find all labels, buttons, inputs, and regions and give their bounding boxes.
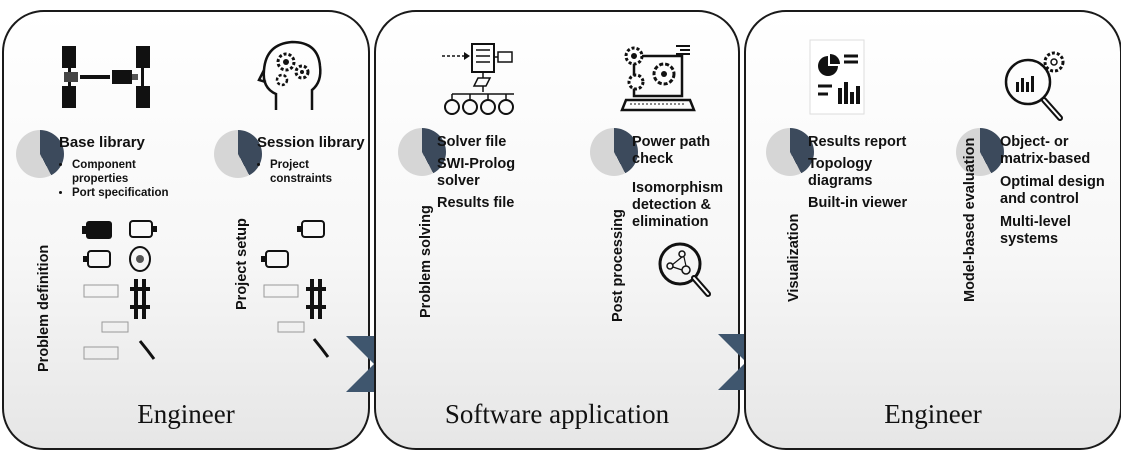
session-library-list: Project constraints	[258, 158, 358, 186]
results-report: Results report	[808, 134, 907, 150]
drivetrain-icon	[62, 46, 150, 108]
progress-pie-base	[16, 130, 64, 178]
optimal-design-control: Optimal design and control	[1000, 174, 1105, 207]
solver-tree-icon	[442, 43, 514, 115]
progress-pie-session	[214, 130, 262, 178]
label-problem-solving: Problem solving	[418, 205, 434, 318]
panel-title: Engineer	[137, 399, 235, 429]
label-post-processing: Post processing	[610, 209, 626, 322]
progress-pie-evaluation	[956, 128, 1004, 176]
laptop-gears-icon	[620, 45, 696, 112]
label-project-setup: Project setup	[234, 218, 250, 310]
built-in-viewer: Built-in viewer	[808, 195, 908, 211]
session-library-heading: Session library	[257, 134, 365, 151]
label-problem-definition: Problem definition	[36, 244, 52, 372]
panel-evaluation: Visualization Results report Topology di…	[744, 10, 1121, 450]
multi-level-systems: Multi-level systems	[1000, 214, 1071, 247]
list-item: Project constraints	[270, 158, 358, 186]
topology-diagrams: Topology diagrams	[808, 156, 873, 189]
label-visualization: Visualization	[786, 213, 802, 302]
results-file: Results file	[437, 195, 515, 211]
object-or-matrix-based: Object- or matrix-based	[1000, 134, 1091, 167]
components-icon	[82, 220, 157, 360]
magnifier-network-icon	[658, 242, 711, 297]
panel-title: Engineer	[884, 399, 982, 429]
panel-problem-definition: Problem definition Base library Componen…	[2, 10, 370, 450]
project-components-icon	[261, 220, 330, 358]
panel-software-application: Problem solving Solver file SWI-Prolog s…	[374, 10, 740, 450]
progress-pie-visualization	[766, 128, 814, 176]
list-item: Port specification	[72, 186, 188, 200]
progress-pie-solver	[398, 128, 446, 176]
swi-prolog-solver: SWI-Prolog solver	[437, 156, 516, 189]
solver-file: Solver file	[437, 134, 507, 150]
base-library-heading: Base library	[59, 134, 145, 151]
analytics-magnifier-icon	[1004, 51, 1065, 121]
panel-title: Software application	[444, 399, 670, 429]
progress-pie-post	[590, 128, 638, 176]
isomorphism-detection: Isomorphism detection & elimination	[632, 180, 724, 230]
power-path-check: Power path check	[632, 134, 711, 167]
label-model-based-evaluation: Model-based evaluation	[962, 137, 978, 302]
report-icon	[809, 39, 865, 115]
list-item: Component properties	[72, 158, 188, 186]
base-library-list: Component properties Port specification	[60, 158, 188, 200]
brain-gears-icon	[257, 40, 322, 110]
